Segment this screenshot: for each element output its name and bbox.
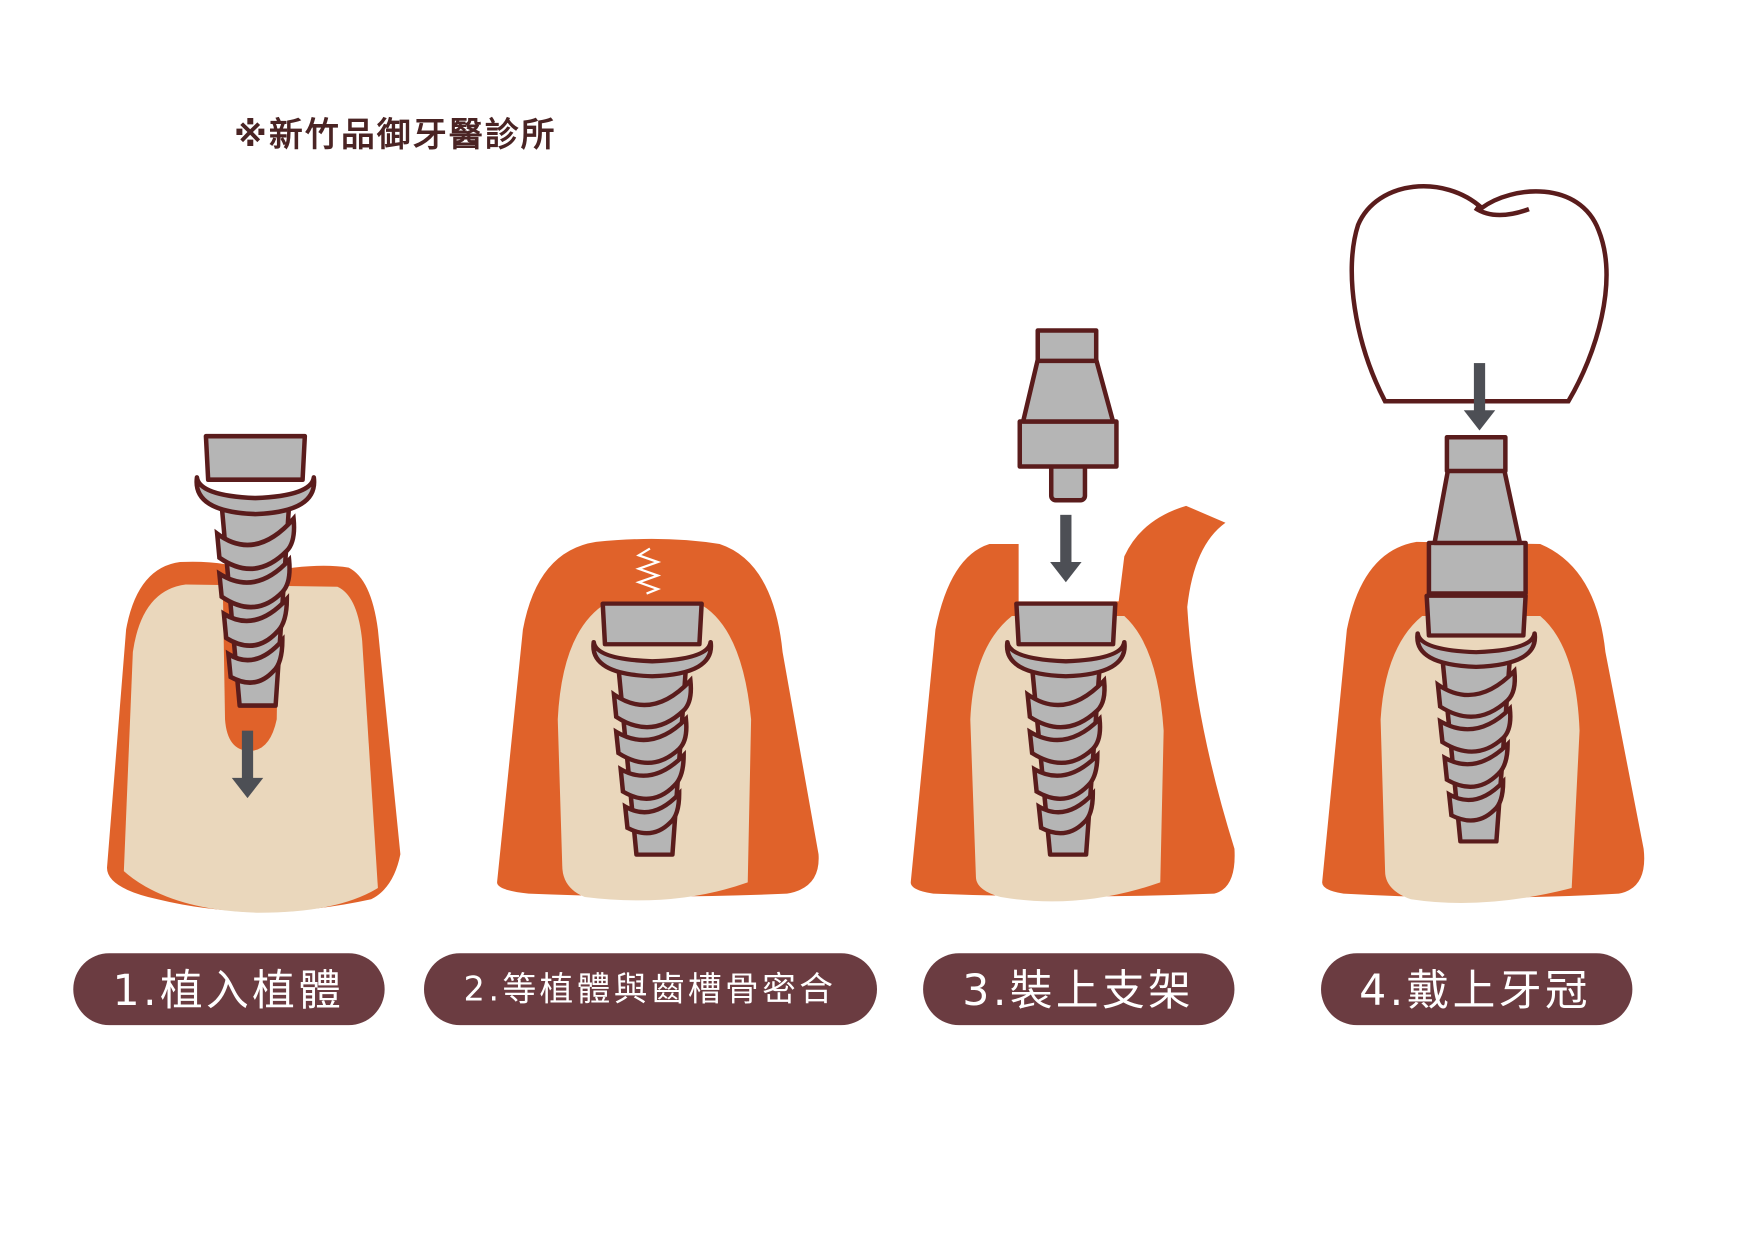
- abutment: [1426, 435, 1528, 596]
- clinic-name: ※新竹品御牙醫診所: [234, 115, 557, 154]
- step-1-illustration: [106, 436, 401, 913]
- dental-crown: [1349, 184, 1609, 404]
- step-3-text: 3.裝上支架: [962, 966, 1194, 1016]
- step-4-label: 4.戴上牙冠: [1321, 953, 1633, 1026]
- arrow-down-icon: [1050, 514, 1082, 583]
- step-3-label: 3.裝上支架: [923, 953, 1235, 1026]
- step-1-label: 1.植入植體: [73, 953, 385, 1026]
- step-2-label: 2.等植體與齒槽骨密合: [423, 953, 877, 1026]
- step-2-text: 2.等植體與齒槽骨密合: [464, 969, 837, 1008]
- step-2-illustration: [497, 538, 819, 901]
- abutment: [1017, 328, 1119, 503]
- step-3-illustration: [910, 328, 1235, 902]
- healing-zigzag-icon: [635, 547, 662, 595]
- step-1-text: 1.植入植體: [112, 966, 344, 1016]
- step-4-illustration: [1322, 184, 1645, 904]
- step-4-text: 4.戴上牙冠: [1359, 966, 1591, 1016]
